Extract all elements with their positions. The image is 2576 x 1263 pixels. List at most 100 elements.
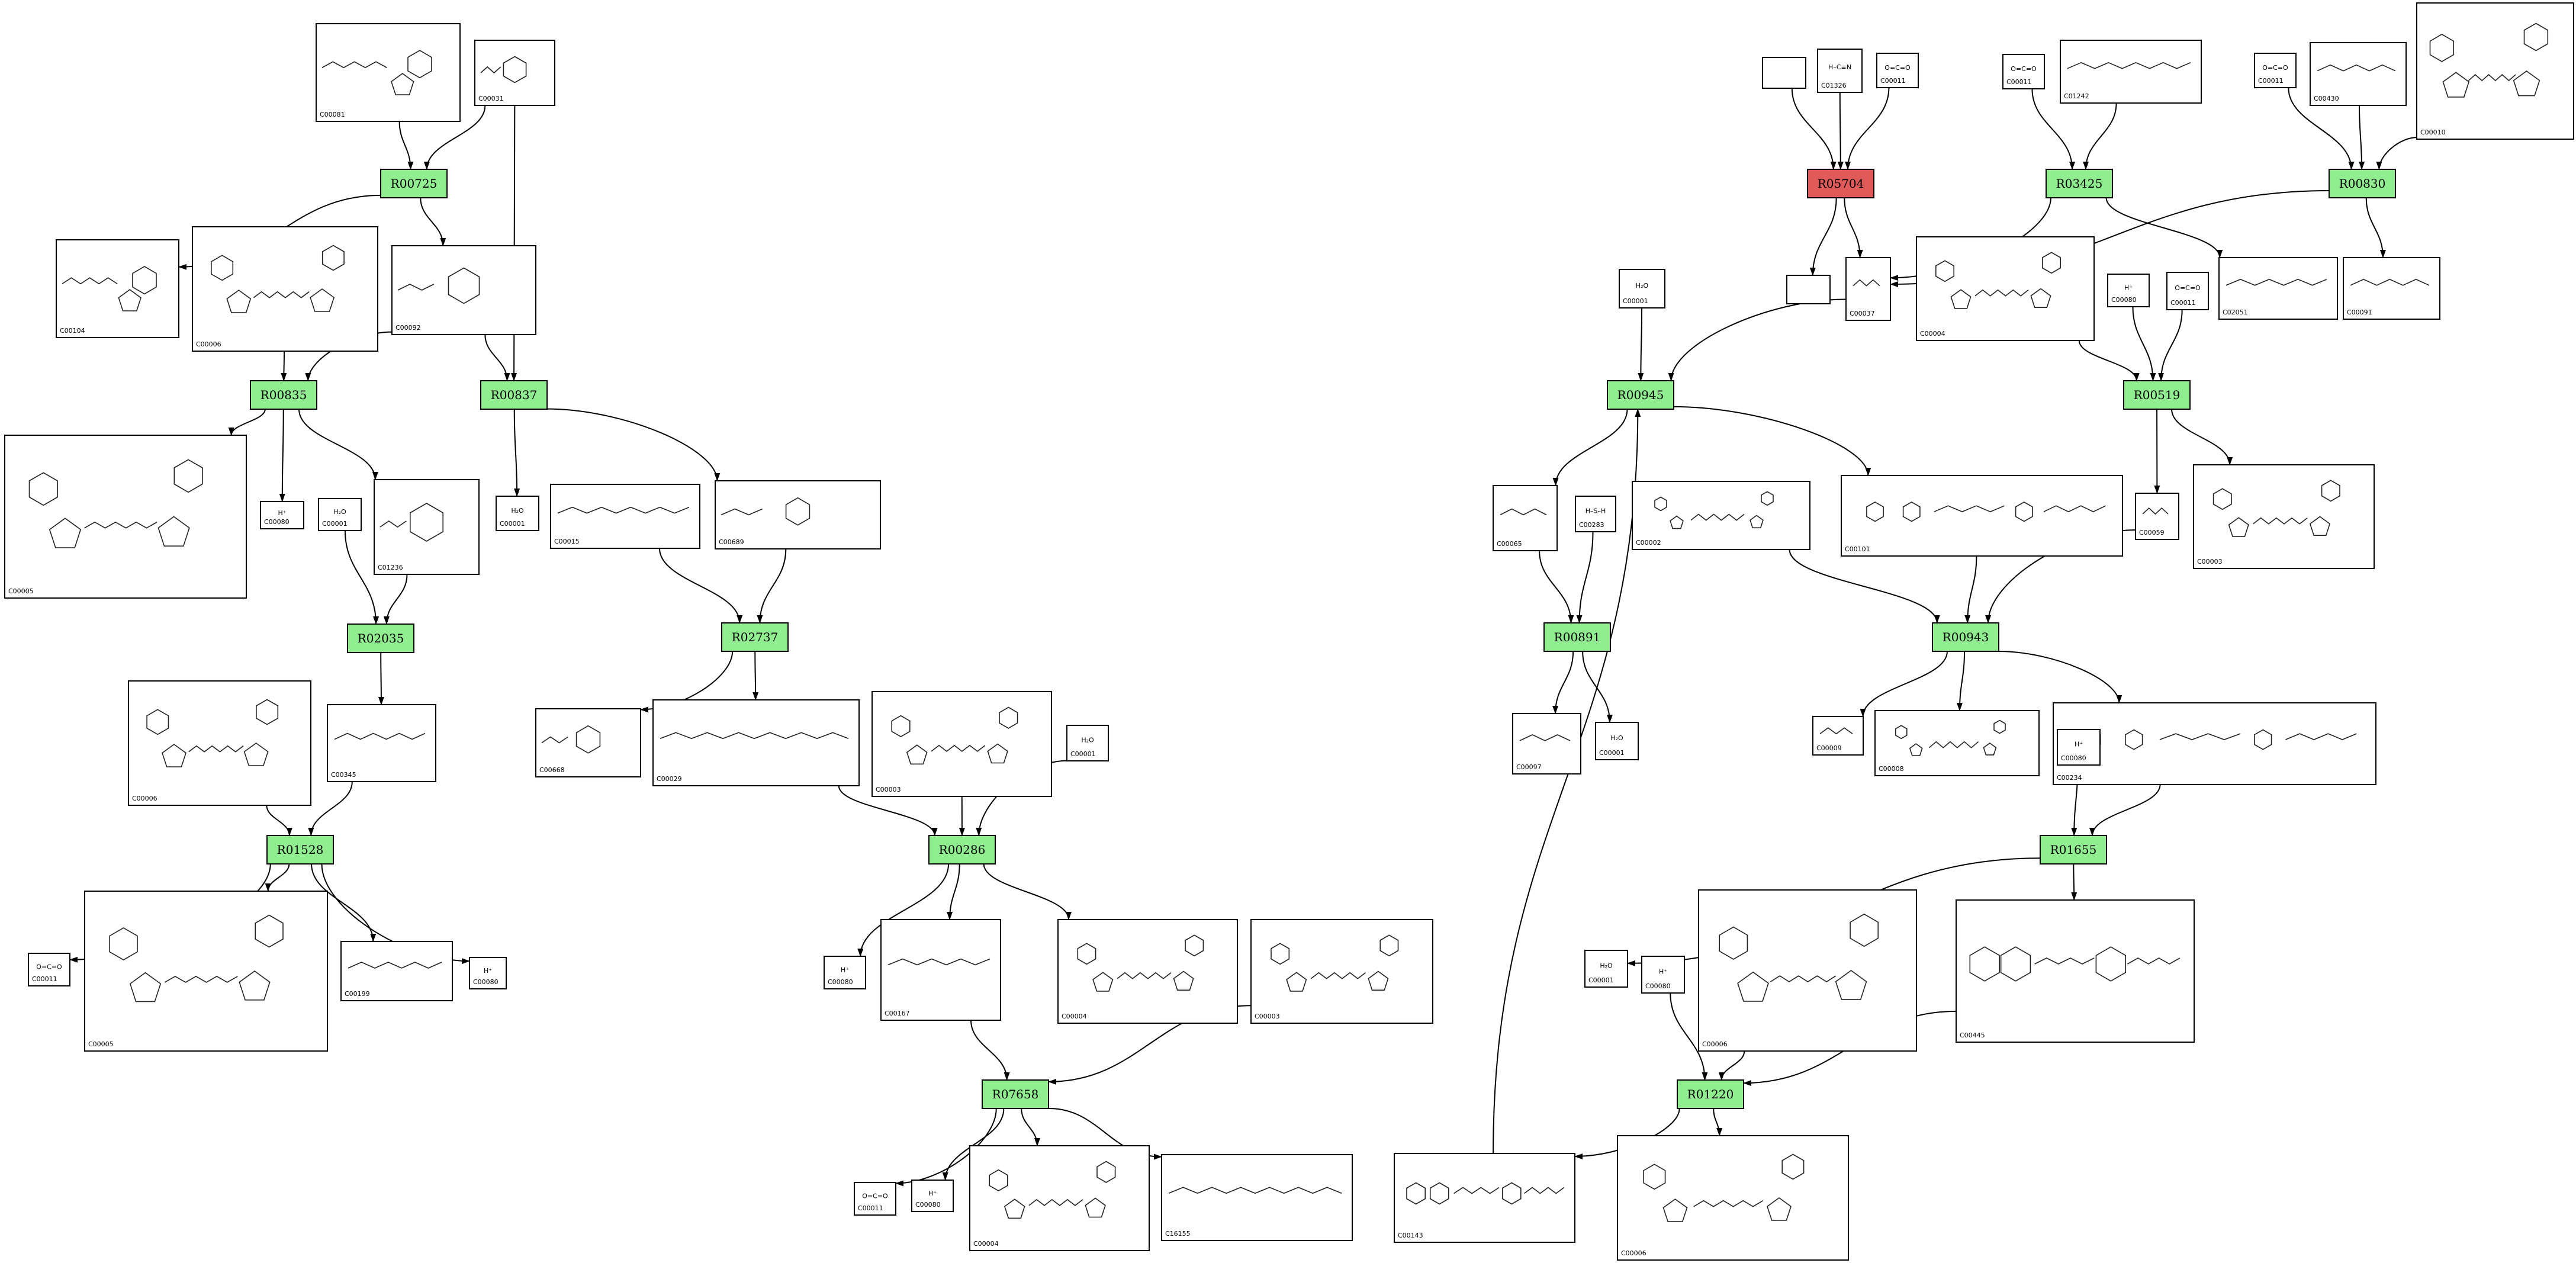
structure-chain — [253, 291, 310, 298]
compound-box[interactable]: C00065 — [1493, 485, 1558, 551]
reaction-node-r01528[interactable]: R01528 — [266, 835, 334, 865]
compound-id-label: C00004 — [1920, 330, 1945, 338]
compound-box[interactable]: C00004 — [1916, 236, 2095, 341]
edge-arrow — [2089, 784, 2161, 836]
compound-box[interactable]: C01236 — [374, 479, 480, 575]
compound-box[interactable]: C01242 — [2060, 40, 2202, 104]
structure-ring — [2513, 70, 2540, 97]
compound-box[interactable]: C00029 — [652, 699, 860, 786]
reaction-node-r00945[interactable]: R00945 — [1607, 380, 1674, 410]
compound-box[interactable]: H⁺C00080 — [2107, 274, 2150, 307]
compound-box[interactable]: H⁺C00080 — [260, 501, 304, 529]
compound-box[interactable]: C00234 — [2053, 702, 2376, 785]
compound-box[interactable]: C00445 — [1956, 899, 2195, 1043]
compound-box[interactable]: C00008 — [1874, 710, 2040, 776]
compound-box[interactable]: C00003 — [871, 691, 1052, 797]
reaction-node-r02737[interactable]: R02737 — [721, 622, 789, 652]
compound-box[interactable]: C00689 — [715, 480, 881, 549]
structure-chain — [348, 962, 442, 969]
edge-arrow — [838, 785, 938, 836]
reaction-node-r03425[interactable]: R03425 — [2046, 169, 2113, 198]
compound-box[interactable]: H⁺C00080 — [469, 957, 507, 989]
compound-box[interactable]: H⁺C00080 — [1641, 956, 1685, 994]
compound-box[interactable]: C00006 — [1698, 889, 1917, 1052]
reaction-node-r05704[interactable]: R05704 — [1807, 169, 1874, 198]
compound-box[interactable]: C00015 — [550, 484, 700, 549]
structure-ring — [1185, 934, 1204, 957]
compound-box[interactable]: C00010 — [2416, 2, 2574, 140]
edge-arrow — [2158, 309, 2183, 381]
compound-box[interactable] — [1786, 275, 1831, 304]
compound-box[interactable]: C00430 — [2310, 42, 2407, 106]
reaction-label: R00943 — [1943, 630, 1989, 644]
reaction-node-r00835[interactable]: R00835 — [250, 380, 317, 410]
reaction-node-r00830[interactable]: R00830 — [2329, 169, 2396, 198]
compound-box[interactable]: C00009 — [1812, 716, 1864, 756]
compound-box[interactable]: C00006 — [1617, 1135, 1849, 1261]
compound-box[interactable]: C00005 — [84, 891, 328, 1052]
compound-box[interactable]: C00143 — [1394, 1153, 1575, 1243]
compound-box[interactable]: C16155 — [1161, 1154, 1353, 1241]
reaction-label: R00725 — [391, 176, 438, 191]
compound-box[interactable]: C00004 — [1057, 919, 1238, 1024]
compound-box[interactable]: C00199 — [340, 941, 453, 1001]
edge-arrow — [2078, 340, 2140, 381]
reaction-node-r00286[interactable]: R00286 — [928, 835, 996, 865]
structure-ring — [2523, 23, 2549, 52]
compound-box[interactable]: H⁺C00080 — [2057, 729, 2101, 766]
compound-box[interactable]: C00167 — [880, 919, 1001, 1021]
compound-id-label: C00004 — [973, 1240, 999, 1248]
compound-box[interactable]: C00006 — [128, 680, 311, 806]
reaction-node-r00725[interactable]: R00725 — [380, 169, 448, 198]
compound-box[interactable]: C00092 — [391, 245, 536, 335]
edge-arrow — [484, 334, 510, 381]
compound-id-label: C00080 — [828, 978, 853, 986]
reaction-node-r01220[interactable]: R01220 — [1677, 1079, 1744, 1109]
compound-box[interactable]: C00104 — [56, 239, 179, 338]
structure-ring — [310, 288, 335, 312]
compound-box[interactable]: C00097 — [1512, 713, 1581, 774]
compound-box[interactable]: C00031 — [474, 40, 555, 106]
structure-ring — [2015, 501, 2033, 522]
compound-box[interactable]: C02051 — [2218, 257, 2338, 320]
reaction-node-r07658[interactable]: R07658 — [982, 1079, 1049, 1109]
compound-box[interactable]: H⁺C00080 — [911, 1180, 954, 1212]
compound-box[interactable]: C00668 — [535, 708, 641, 777]
compound-box[interactable]: C00037 — [1845, 257, 1891, 321]
reaction-node-r00943[interactable]: R00943 — [1932, 622, 1999, 652]
compound-id-label: C00445 — [1960, 1031, 1985, 1039]
compound-box[interactable]: C00081 — [316, 23, 461, 122]
reaction-node-r00891[interactable]: R00891 — [1543, 622, 1611, 652]
compound-box[interactable] — [1762, 57, 1806, 89]
compound-box[interactable]: H⁺C00080 — [824, 956, 866, 989]
compound-box[interactable]: C00005 — [4, 435, 247, 599]
reaction-node-r01655[interactable]: R01655 — [2040, 835, 2107, 865]
compound-box[interactable]: C00002 — [1632, 481, 1810, 550]
reaction-node-r02035[interactable]: R02035 — [347, 624, 414, 653]
reaction-node-r00837[interactable]: R00837 — [480, 380, 548, 410]
compound-box[interactable]: C00004 — [969, 1145, 1150, 1251]
compound-box[interactable]: C00101 — [1841, 475, 2123, 557]
compound-box[interactable]: C00003 — [1250, 919, 1433, 1024]
compound-box[interactable]: C00006 — [192, 226, 378, 352]
compound-box[interactable]: C00345 — [327, 704, 436, 782]
compound-box[interactable]: C00091 — [2343, 257, 2440, 320]
compound-box[interactable]: C00059 — [2135, 493, 2179, 540]
compound-box[interactable]: C00003 — [2193, 464, 2375, 569]
reaction-node-r00519[interactable]: R00519 — [2123, 380, 2191, 410]
structure-ring — [1271, 943, 1290, 965]
